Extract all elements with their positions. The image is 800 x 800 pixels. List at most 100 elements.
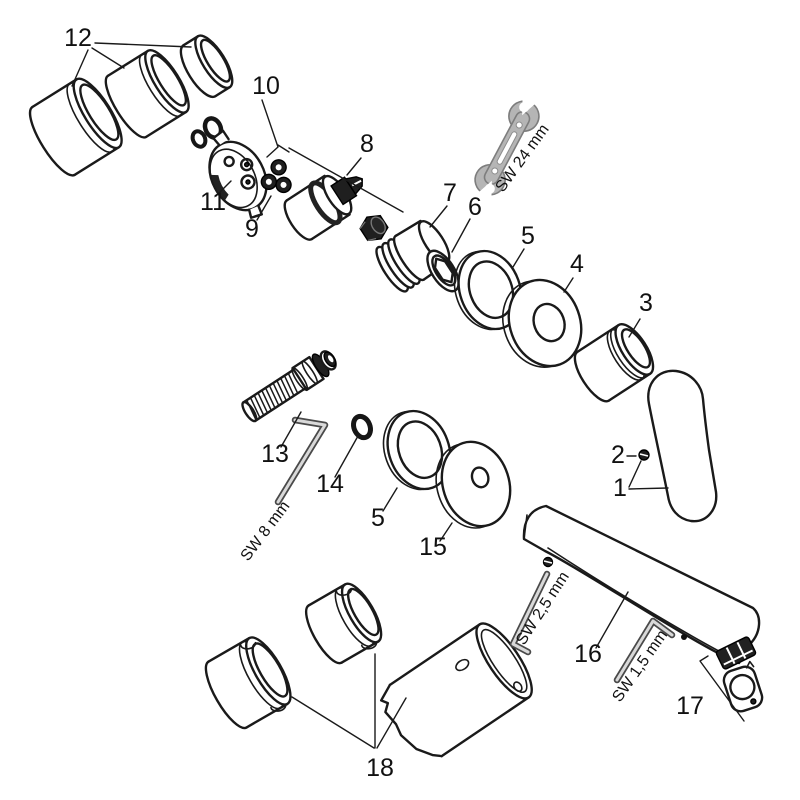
jaw-upper-throat [519, 102, 530, 113]
inner-rim [150, 54, 188, 107]
leader-6 [451, 218, 471, 253]
leader-17 [699, 655, 745, 722]
open-end [475, 622, 533, 700]
part-12-sleeve-large [28, 77, 123, 177]
part-11-adapter [208, 129, 268, 219]
grub-screw-slot [543, 560, 553, 564]
label-6: 6 [468, 193, 482, 221]
hole-3 [223, 155, 235, 168]
body-lines [285, 174, 351, 241]
inner-rim [346, 587, 380, 637]
tab-bottom [360, 641, 378, 650]
part-17-aerator-insert [715, 636, 757, 670]
leader-7 [429, 205, 448, 228]
hole-2 [239, 157, 254, 172]
leader-9 [256, 195, 272, 221]
hole-1 [491, 167, 499, 175]
leader-4 [563, 277, 574, 293]
inner-ring [431, 254, 457, 287]
key-fill [615, 619, 674, 682]
part-number-labels: 12 10 11 9 8 7 6 5 4 3 2 1 13 14 5 15 16… [64, 24, 704, 782]
inner [396, 420, 444, 480]
label-2: 2 [611, 441, 625, 469]
face-ring [209, 148, 258, 209]
label-17: 17 [676, 692, 704, 720]
label-8: 8 [360, 130, 374, 158]
tab-top [239, 641, 257, 650]
tab-top [335, 588, 352, 596]
part-5b-seal-washer [382, 409, 452, 491]
key-fill [276, 418, 327, 504]
body [577, 325, 651, 401]
leader-14 [334, 435, 359, 478]
leader-18 [291, 653, 407, 749]
label-18: 18 [366, 754, 394, 782]
facets [359, 221, 377, 241]
outline [386, 409, 452, 491]
allen-key-sw8 [274, 416, 329, 506]
leader-5a [512, 248, 525, 268]
part-8-cartridge [283, 174, 363, 241]
part-3-sleeve [573, 323, 655, 403]
side-hole [455, 658, 470, 672]
leader-lines [71, 42, 745, 749]
slot [496, 131, 518, 165]
left-end [379, 683, 443, 758]
hole-2 [515, 121, 523, 129]
part-9-seals [260, 159, 292, 194]
part-13-threaded-rod [241, 350, 337, 423]
front-rim [614, 323, 655, 376]
band [138, 53, 184, 118]
ring-hole [729, 673, 756, 701]
part-8-nut [359, 214, 389, 242]
part-1-handle [647, 369, 718, 523]
inner-rim [199, 38, 232, 83]
body [32, 79, 119, 175]
jaw-lower-throat [484, 183, 495, 194]
body-lines [388, 623, 530, 758]
label-1: 1 [613, 474, 627, 502]
part-18-cylinder [379, 622, 533, 758]
grid-base [723, 649, 754, 666]
leader-11 [215, 180, 232, 197]
oring-small [190, 129, 208, 149]
body [108, 50, 187, 137]
hole-1-center [245, 179, 251, 185]
inner-rim [620, 328, 652, 369]
leader-12c [94, 42, 192, 48]
threads [246, 372, 299, 421]
allen-key-sw25 [509, 570, 551, 656]
label-3: 3 [639, 289, 653, 317]
open-end-inner [480, 628, 528, 694]
part-18-sleeve-mid [304, 582, 383, 665]
hole [470, 466, 490, 489]
label-14: 14 [316, 470, 344, 498]
hole-2-center [243, 161, 250, 168]
ring-dot [750, 698, 757, 705]
label-7: 7 [443, 179, 457, 207]
part-12-sleeve-mid [104, 49, 190, 139]
label-16: 16 [574, 640, 602, 668]
label-5b: 5 [371, 504, 385, 532]
label-12: 12 [64, 24, 92, 52]
inner [467, 260, 515, 320]
rim-shade [210, 174, 229, 202]
label-15: 15 [419, 533, 447, 561]
bottom-tab [247, 204, 263, 219]
leader-1 [628, 460, 669, 490]
part-2-screw [638, 449, 650, 461]
label-4: 4 [570, 250, 584, 278]
leader-8 [288, 147, 404, 213]
label-10: 10 [252, 72, 280, 100]
key-fill [511, 572, 549, 654]
allen-key-sw15 [613, 617, 676, 684]
part-12-ring [179, 34, 234, 99]
front-rim [245, 636, 292, 706]
front-rim [340, 582, 383, 644]
label-13: 13 [261, 440, 289, 468]
ring-tab [745, 660, 755, 669]
leader-3 [628, 318, 641, 338]
label-11: 11 [200, 188, 226, 216]
leader-16 [595, 591, 629, 649]
